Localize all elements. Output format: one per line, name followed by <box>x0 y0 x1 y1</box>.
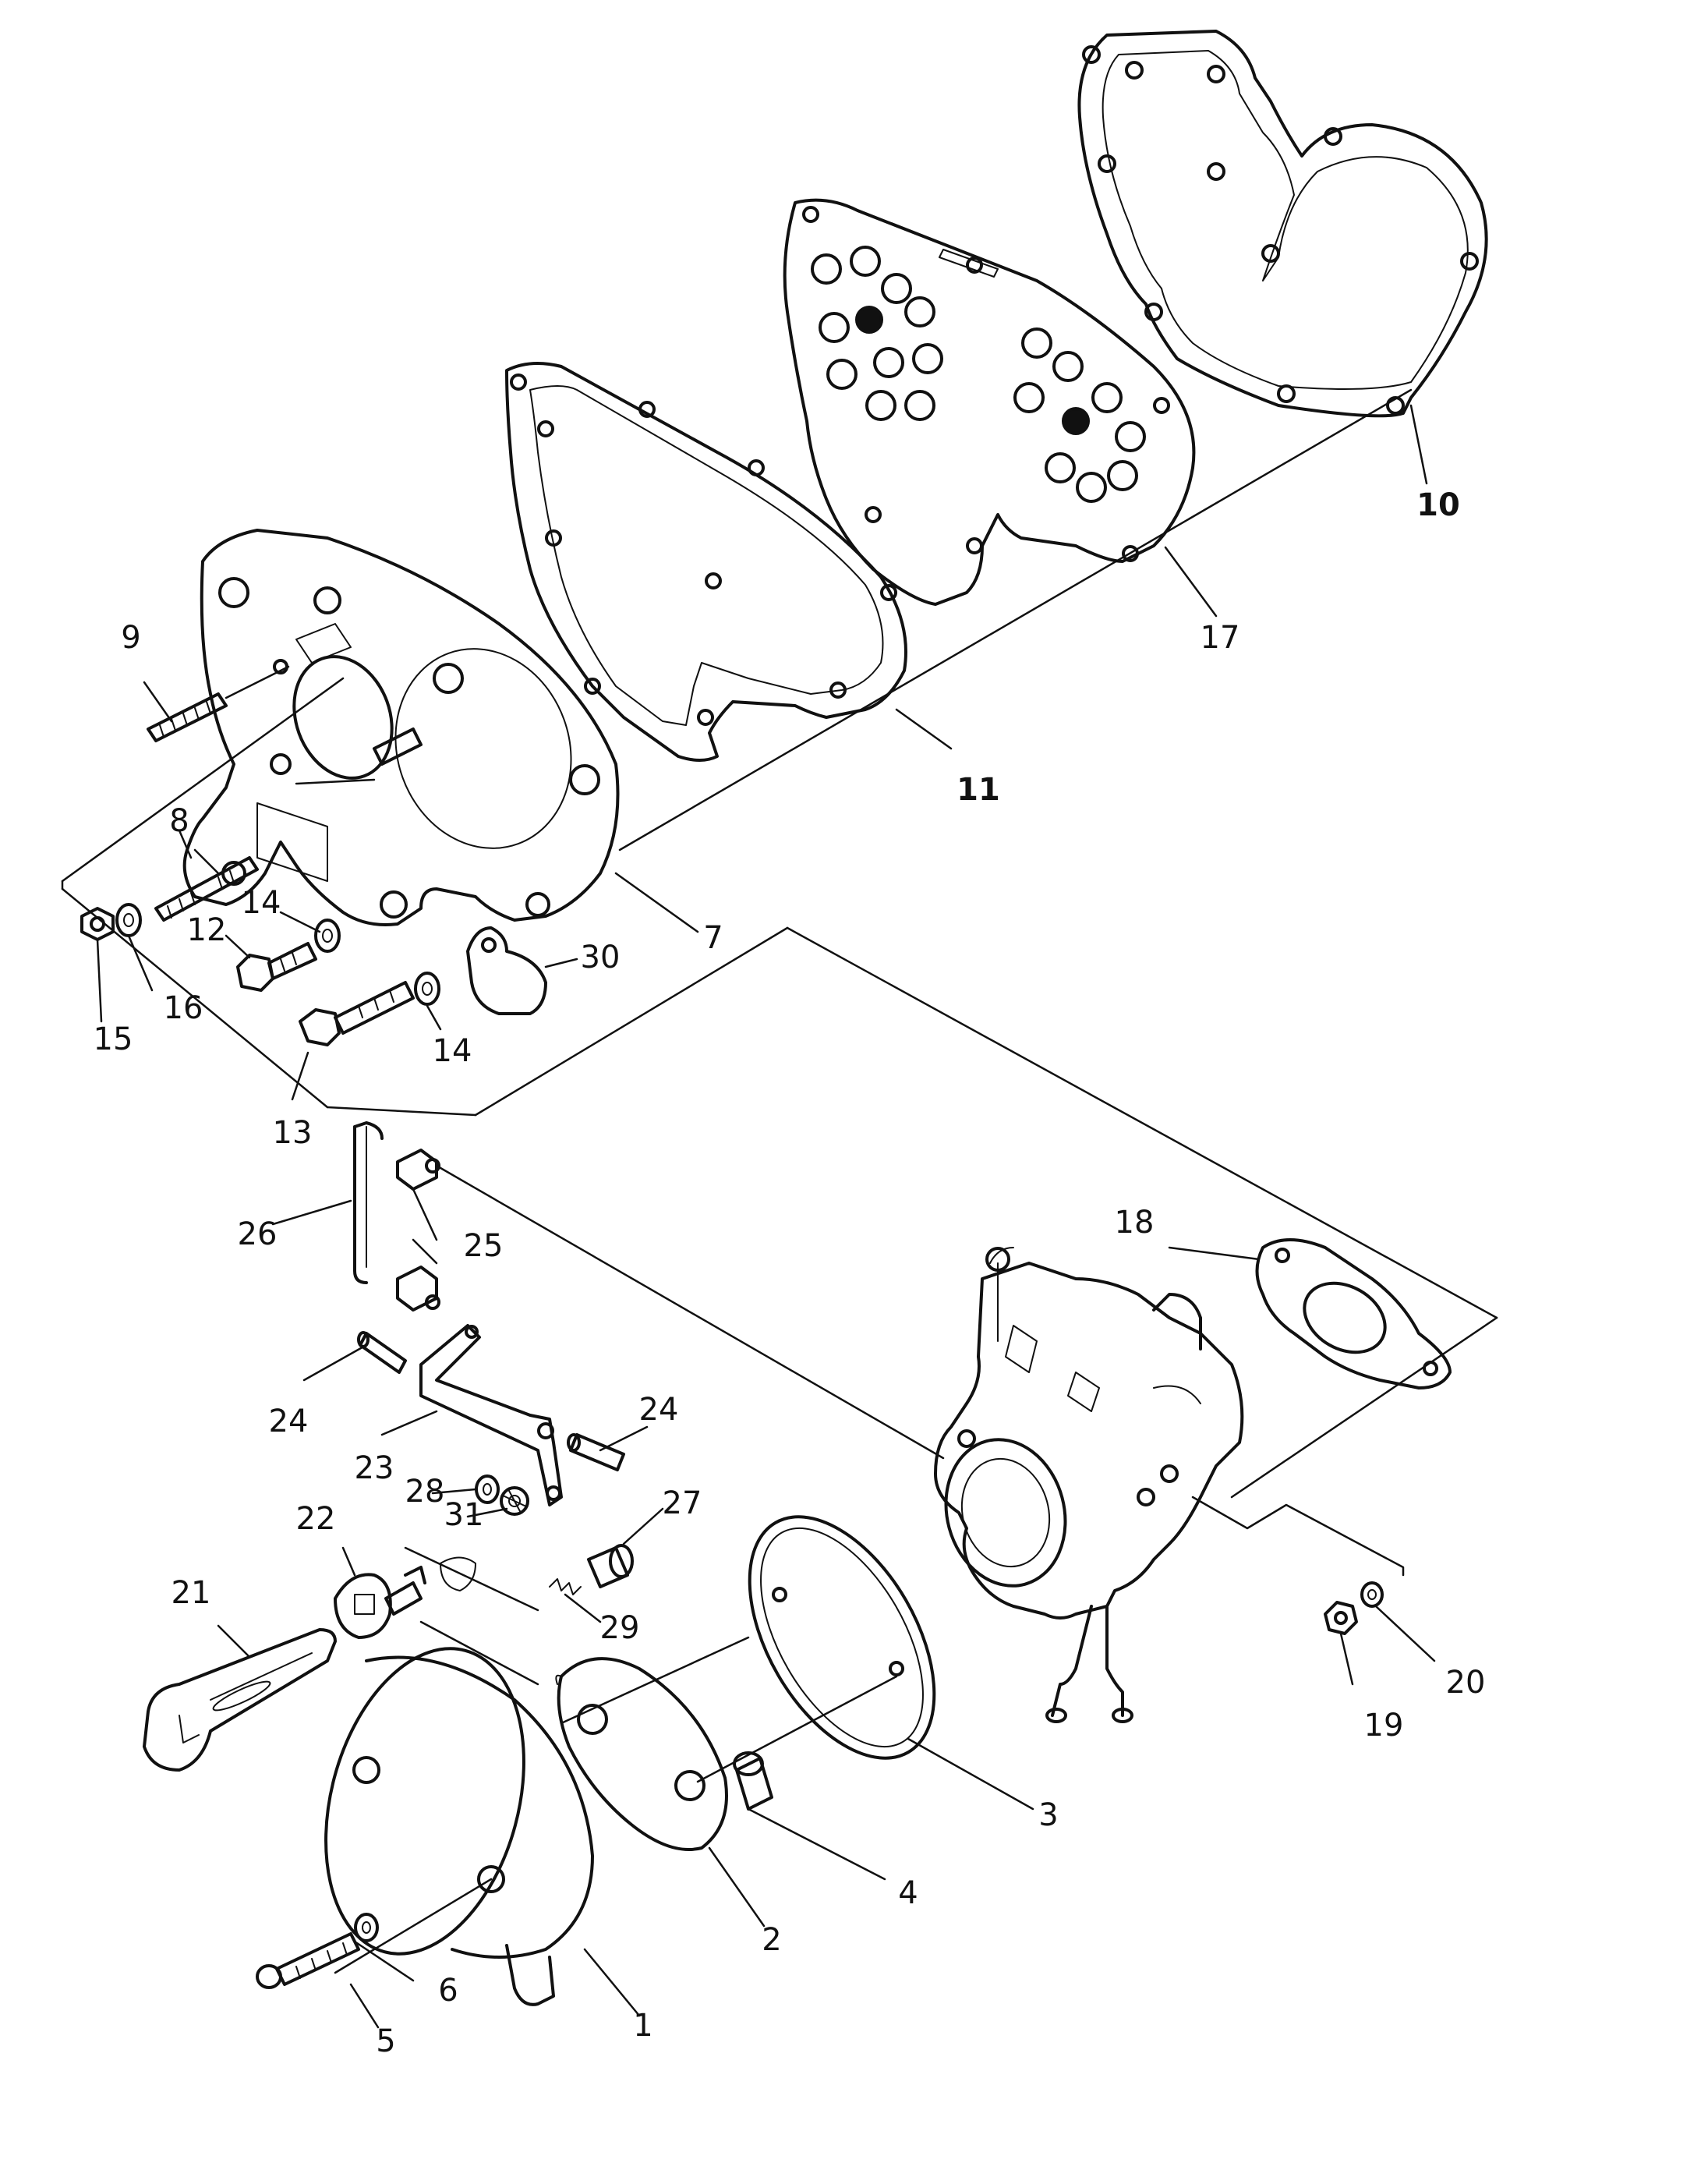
bracket-30 <box>466 926 547 1015</box>
nut-15 <box>80 907 115 941</box>
bolt-12 <box>236 942 317 992</box>
callout-12: 12 <box>187 912 227 948</box>
bolt-13 <box>299 981 415 1046</box>
callout-29: 29 <box>600 1610 640 1646</box>
callout-21: 21 <box>172 1575 211 1611</box>
callout-8: 8 <box>169 803 189 839</box>
knob-22 <box>334 1546 539 1686</box>
callout-10: 10 <box>1416 487 1460 523</box>
callout-labels: 1 2 3 4 5 6 7 8 9 10 11 12 13 14 14 15 1… <box>94 487 1486 2059</box>
callout-14a: 14 <box>242 885 281 921</box>
nut-19 <box>1324 1601 1358 1635</box>
callout-6: 6 <box>438 1973 458 2009</box>
callout-16: 16 <box>164 990 203 1026</box>
leader-lines <box>96 404 1436 2029</box>
callout-19: 19 <box>1364 1708 1404 1743</box>
callout-1: 1 <box>633 2008 652 2044</box>
alignment-line-rod <box>435 1164 945 1460</box>
plate-17 <box>783 198 1196 606</box>
gasket-10 <box>1077 30 1488 418</box>
alignment-lines-top <box>61 388 1498 1499</box>
callout-14b: 14 <box>433 1033 472 1069</box>
pin-27 <box>587 1544 634 1588</box>
callout-18: 18 <box>1115 1205 1155 1241</box>
washer-14b <box>414 972 440 1006</box>
rod-26 <box>353 1121 384 1284</box>
callout-13: 13 <box>273 1115 313 1151</box>
callout-5: 5 <box>376 2023 395 2059</box>
housing-1 <box>324 1647 594 2006</box>
gasket-11 <box>505 362 907 762</box>
spring-29 <box>549 1578 582 1595</box>
gasket-18 <box>1255 1238 1452 1389</box>
clip-25 <box>396 1149 440 1312</box>
callout-2: 2 <box>762 1922 781 1958</box>
stud-8 <box>154 727 423 922</box>
callout-27: 27 <box>663 1485 702 1521</box>
washer-31 <box>500 1486 529 1516</box>
callout-17: 17 <box>1201 620 1240 656</box>
lever-21 <box>143 1628 337 1772</box>
callout-24a: 24 <box>269 1404 309 1439</box>
spacer-4 <box>733 1751 773 1811</box>
callout-15: 15 <box>94 1021 133 1057</box>
callout-25: 25 <box>464 1228 504 1264</box>
callout-4: 4 <box>898 1875 918 1911</box>
gasket-3 <box>748 1515 936 1760</box>
callout-31: 31 <box>444 1497 484 1533</box>
bracket-23 <box>419 1324 563 1506</box>
washer-16 <box>115 903 142 937</box>
washer-6 <box>354 1913 379 1942</box>
callout-26: 26 <box>238 1216 278 1252</box>
callout-9: 9 <box>121 620 140 656</box>
callout-30: 30 <box>581 940 621 975</box>
cover-7 <box>182 529 620 926</box>
callout-11: 11 <box>957 772 1000 808</box>
callout-3: 3 <box>1038 1797 1058 1833</box>
callout-28: 28 <box>405 1474 445 1510</box>
screw-5 <box>256 1932 360 1989</box>
callout-23: 23 <box>355 1450 394 1486</box>
element-2 <box>555 1636 898 1851</box>
carburetor-body <box>934 1247 1405 1723</box>
pin-24-left <box>357 1331 407 1374</box>
pin-24-right <box>567 1433 625 1471</box>
callout-20: 20 <box>1446 1665 1486 1701</box>
washer-14a <box>314 919 341 953</box>
callout-24b: 24 <box>639 1392 679 1428</box>
washer-20 <box>1360 1581 1384 1608</box>
callout-22: 22 <box>296 1501 336 1537</box>
callout-7: 7 <box>703 920 723 956</box>
